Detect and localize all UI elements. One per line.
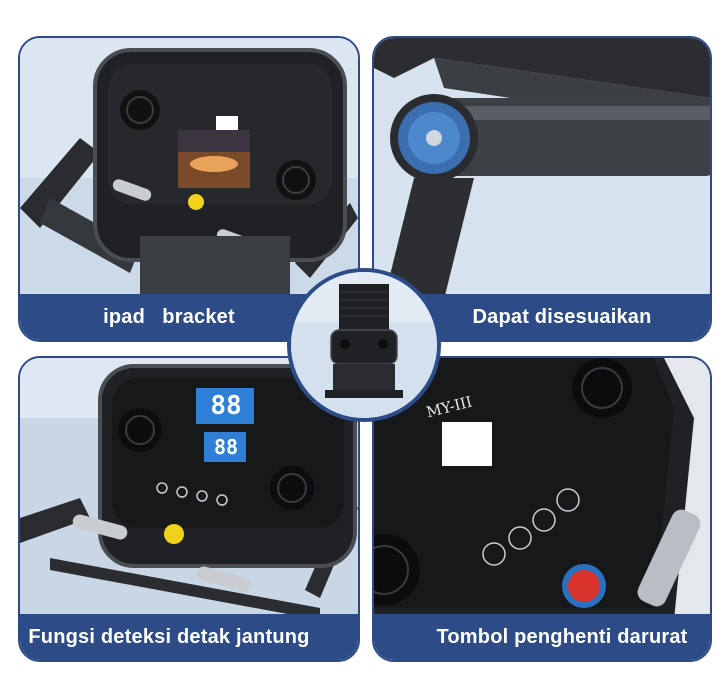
center-folded-treadmill-image (287, 268, 441, 422)
photo-folded-treadmill (291, 272, 437, 418)
photo-adjustable-joint (374, 38, 710, 340)
photo-heart-rate-console (20, 358, 358, 660)
panel-heart-rate: 88 88 Fungsi deteksi detak jantung (18, 356, 360, 662)
panel-adjustable: Dapat disesuaikan (372, 36, 712, 342)
heart-rate-display-top: 88 (210, 391, 242, 421)
photo-emergency-stop-console (374, 358, 710, 660)
photo-ipad-bracket (20, 38, 358, 340)
heart-rate-display-bottom: 88 (213, 435, 239, 459)
caption-emergency-stop: Tombol penghenti darurat (374, 614, 710, 660)
panel-emergency-stop: MY-III Tombol penghenti darurat (372, 356, 712, 662)
panel-ipad-bracket: ipad bracket (18, 36, 360, 342)
caption-heart-rate: Fungsi deteksi detak jantung (20, 614, 358, 660)
